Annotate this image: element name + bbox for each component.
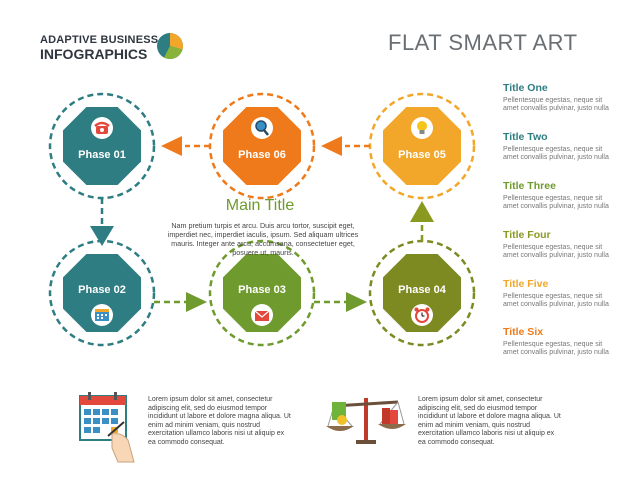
legend-title: Title Two (503, 131, 548, 143)
phase-01-node[interactable]: Phase 01 (63, 107, 141, 185)
lightbulb-icon (411, 117, 433, 139)
balance-scale-icon (326, 398, 406, 444)
arrow-right-1 (186, 292, 207, 312)
calendar-icon (91, 304, 113, 326)
legend-title: Title One (503, 82, 548, 94)
calendar-hand-icon (79, 392, 135, 463)
footer-right-text: Lorem ipsum dolor sit amet, consectetur … (418, 396, 561, 446)
main-title: Main Title (225, 197, 295, 214)
alarm-clock-icon (411, 304, 433, 326)
phase-03-node[interactable]: Phase 03 (223, 254, 301, 332)
footer-left-text: Lorem ipsum dolor sit amet, consectetur … (148, 396, 291, 446)
legend-text: Pellentesque egestas, neque sit amet con… (503, 97, 609, 113)
legend-title: Title Six (503, 326, 544, 338)
phase-04-label: Phase 04 (398, 284, 446, 296)
phase-05-node[interactable]: Phase 05 (383, 107, 461, 185)
phase-03-label: Phase 03 (238, 284, 286, 296)
legend-item-3: Title Three Pellentesque egestas, neque … (503, 180, 613, 212)
phase-06-node[interactable]: Phase 06 (223, 107, 301, 185)
legend-title: Title Four (503, 229, 551, 241)
legend-text: Pellentesque egestas, neque sit amet con… (503, 195, 609, 211)
arrow-up (410, 201, 434, 222)
phase-04-node[interactable]: Phase 04 (383, 254, 461, 332)
legend-title: Title Three (503, 180, 556, 192)
phase-02-node[interactable]: Phase 02 (63, 254, 141, 332)
legend-text: Pellentesque egestas, neque sit amet con… (503, 244, 609, 260)
phase-02-label: Phase 02 (78, 284, 126, 296)
phase-06-label: Phase 06 (238, 149, 286, 161)
legend-text: Pellentesque egestas, neque sit amet con… (503, 146, 609, 162)
phase-05-label: Phase 05 (398, 149, 446, 161)
telephone-icon (91, 117, 113, 139)
envelope-icon (251, 304, 273, 326)
legend-title: Title Five (503, 278, 549, 290)
legend-item-4: Title Four Pellentesque egestas, neque s… (503, 229, 613, 261)
legend-item-5: Title Five Pellentesque egestas, neque s… (503, 278, 613, 310)
main-description: Nam pretium turpis et arcu. Duis arcu to… (167, 221, 359, 257)
legend-item-2: Title Two Pellentesque egestas, neque si… (503, 131, 613, 163)
legend-item-1: Title One Pellentesque egestas, neque si… (503, 82, 613, 114)
arrow-left-1 (321, 136, 342, 156)
arrow-down (90, 226, 114, 246)
arrow-right-2 (346, 292, 367, 312)
pie-chart-icon (157, 33, 183, 60)
magnifier-icon (251, 117, 273, 139)
legend-text: Pellentesque egestas, neque sit amet con… (503, 293, 609, 309)
phase-01-label: Phase 01 (78, 149, 126, 161)
brand-line-1: ADAPTIVE BUSINESS (40, 34, 159, 46)
legend-item-6: Title Six Pellentesque egestas, neque si… (503, 326, 613, 358)
legend-text: Pellentesque egestas, neque sit amet con… (503, 341, 609, 357)
phase-03-ring (208, 239, 316, 347)
arrow-left-2 (161, 136, 182, 156)
page-title: FLAT SMART ART (388, 30, 578, 55)
brand-line-2: INFOGRAPHICS (40, 46, 148, 62)
